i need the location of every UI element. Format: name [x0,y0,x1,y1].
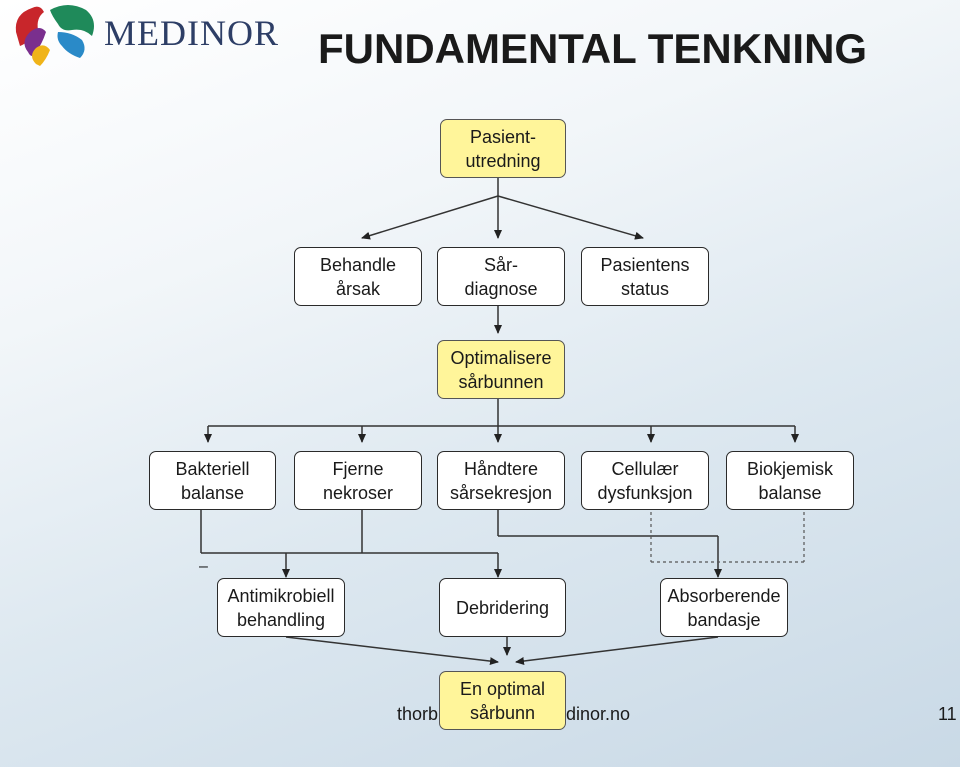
page-number: 11 [938,704,957,724]
page-title: FUNDAMENTAL TENKNING [318,25,868,72]
node-debridering: Debridering [439,578,566,637]
node-behandle-arsak: Behandle årsak [294,247,422,306]
node-bakteriell: Bakteriell balanse [149,451,276,510]
footer-email-left: thorb [397,704,439,724]
node-cellular: Cellulær dysfunksjon [581,451,709,510]
node-optimalisere: Optimalisere sårbunnen [437,340,565,399]
medinor-logo: MEDINOR [6,2,278,76]
node-sar-diagnose: Sår- diagnose [437,247,565,306]
logo-emblem-icon [15,5,94,66]
node-antimikrobiell: Antimikrobiell behandling [217,578,345,637]
node-optimal-sarbunn: En optimal sårbunn [439,671,566,730]
node-pasient-utredning: Pasient- utredning [440,119,566,178]
dash-mark: – [199,558,208,575]
node-biokjemisk: Biokjemisk balanse [726,451,854,510]
footer-email-right: dinor.no [566,704,631,724]
node-handtere: Håndtere sårsekresjon [437,451,565,510]
node-absorberende: Absorberende bandasje [660,578,788,637]
node-pasientens-status: Pasientens status [581,247,709,306]
node-fjerne: Fjerne nekroser [294,451,422,510]
logo-text: MEDINOR [104,13,279,53]
